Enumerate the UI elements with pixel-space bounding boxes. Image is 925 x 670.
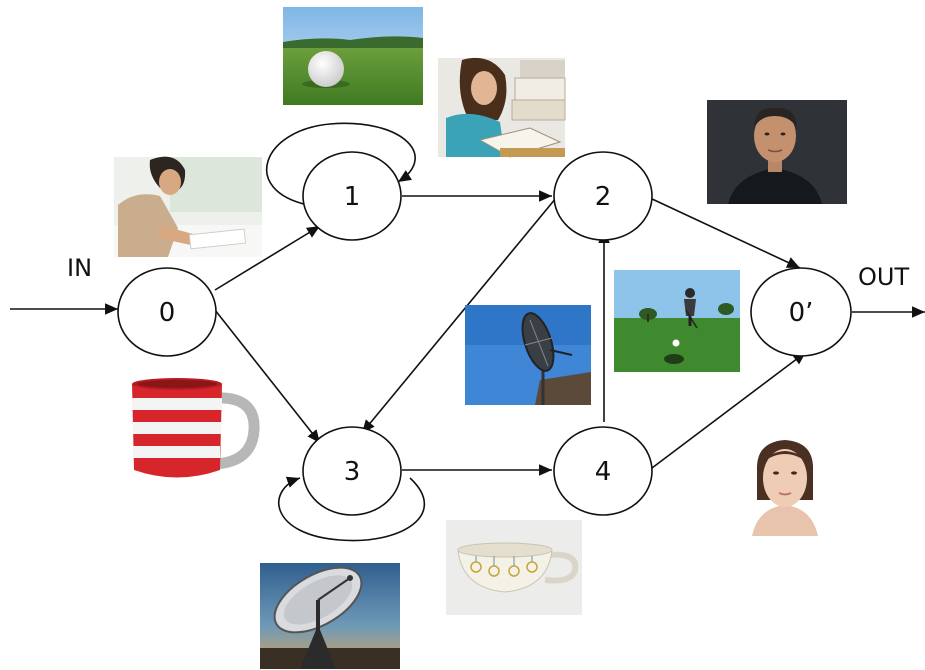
student-writing-photo — [114, 156, 262, 257]
edge-1-self-loop — [265, 122, 416, 206]
edge-0-to-3 — [214, 309, 321, 444]
node-0-circle — [117, 267, 217, 357]
node-out-circle — [750, 267, 852, 357]
node-4-circle — [553, 426, 653, 516]
in-label: IN — [67, 254, 92, 282]
node-0-label: 0 — [159, 298, 176, 328]
woman-reading-photo — [438, 57, 566, 158]
man-portrait-photo — [707, 100, 847, 204]
radio-telescope-photo — [260, 563, 400, 669]
node-out-label: 0’ — [789, 298, 814, 328]
golfer-putting-photo — [614, 270, 740, 372]
node-1-circle — [302, 151, 402, 241]
nodes — [117, 151, 852, 516]
node-3-label: 3 — [344, 457, 361, 487]
node-2-label: 2 — [595, 182, 612, 212]
edges — [10, 122, 925, 542]
edge-0-to-1 — [214, 225, 321, 291]
node-4-label: 4 — [595, 457, 612, 487]
edge-2-to-3 — [361, 197, 557, 434]
out-label: OUT — [858, 263, 909, 291]
edge-4-to-out — [651, 351, 807, 469]
node-1-label: 1 — [344, 182, 361, 212]
edge-2-to-out — [649, 197, 801, 269]
node-3-circle — [302, 426, 402, 516]
node-2-circle — [553, 151, 653, 241]
woman-face-photo — [745, 438, 825, 536]
edge-3-self-loop — [277, 476, 425, 542]
teacup-photo — [446, 520, 582, 615]
small-dish-antenna-photo — [465, 305, 591, 405]
golf-ball-photo — [283, 7, 423, 105]
red-striped-mug-photo — [125, 375, 260, 485]
